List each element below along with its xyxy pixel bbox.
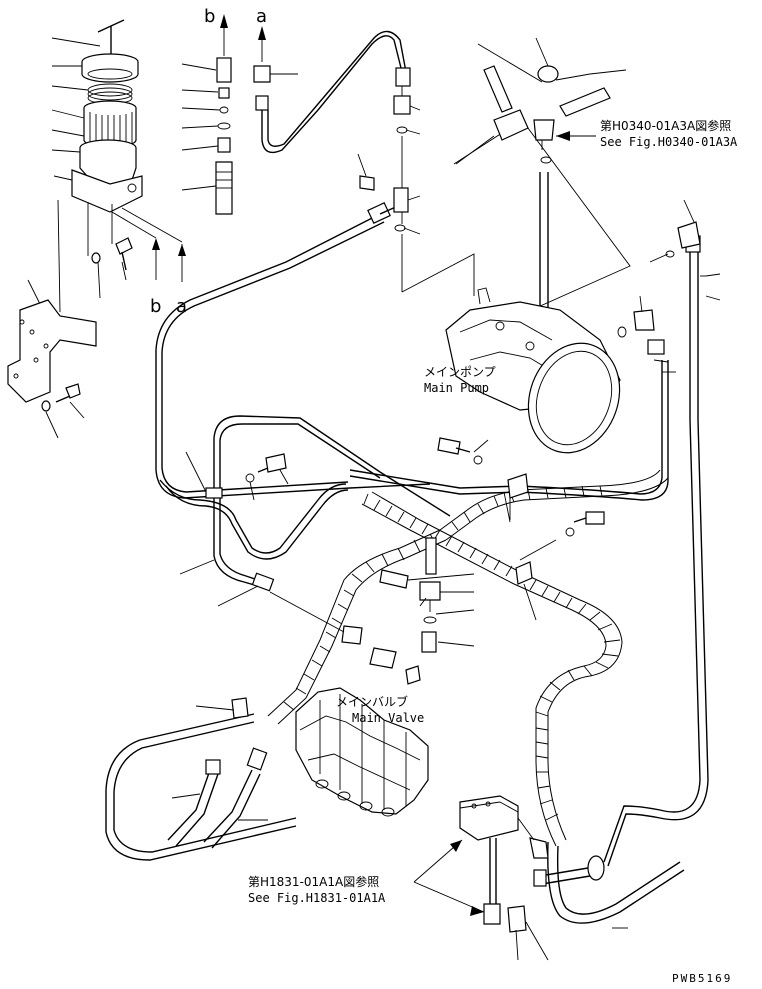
reference-pump: 第H0340-01A3A図参照 See Fig.H0340-01A3A xyxy=(600,118,738,149)
marker-a-top: a xyxy=(256,6,267,27)
marker-a-bottom: a xyxy=(176,296,187,317)
hose-spiral-wrap-left xyxy=(283,533,437,711)
manifold-block xyxy=(413,795,549,961)
filter-assembly: b a xyxy=(51,19,187,317)
drawing-code: PWB5169 xyxy=(672,972,732,985)
marker-b-top: b xyxy=(204,6,215,27)
leader-lines xyxy=(179,275,706,929)
main-valve-label-en: Main Valve xyxy=(352,711,424,725)
main-valve: メインバルブ Main Valve xyxy=(167,687,429,849)
mounting-bracket xyxy=(7,199,97,439)
reference-valve: 第H1831-01A1A図参照 See Fig.H1831-01A1A xyxy=(248,874,386,905)
pump-ref-jp: 第H0340-01A3A図参照 xyxy=(600,118,731,133)
main-pump-label-en: Main Pump xyxy=(424,381,489,395)
pump-ref-en: See Fig.H0340-01A3A xyxy=(600,135,738,149)
hose-spiral-wrap xyxy=(363,493,621,821)
top-fittings: b a xyxy=(181,6,298,215)
valve-ref-jp: 第H1831-01A1A図参照 xyxy=(248,874,379,889)
main-valve-label-jp: メインバルブ xyxy=(336,694,408,709)
main-pump-label-jp: メインポンプ xyxy=(424,365,496,379)
hydraulic-lines xyxy=(105,30,721,924)
marker-b-bottom: b xyxy=(150,296,161,317)
valve-ref-en: See Fig.H1831-01A1A xyxy=(248,891,386,905)
main-pump: メインポンプ Main Pump xyxy=(245,287,621,537)
